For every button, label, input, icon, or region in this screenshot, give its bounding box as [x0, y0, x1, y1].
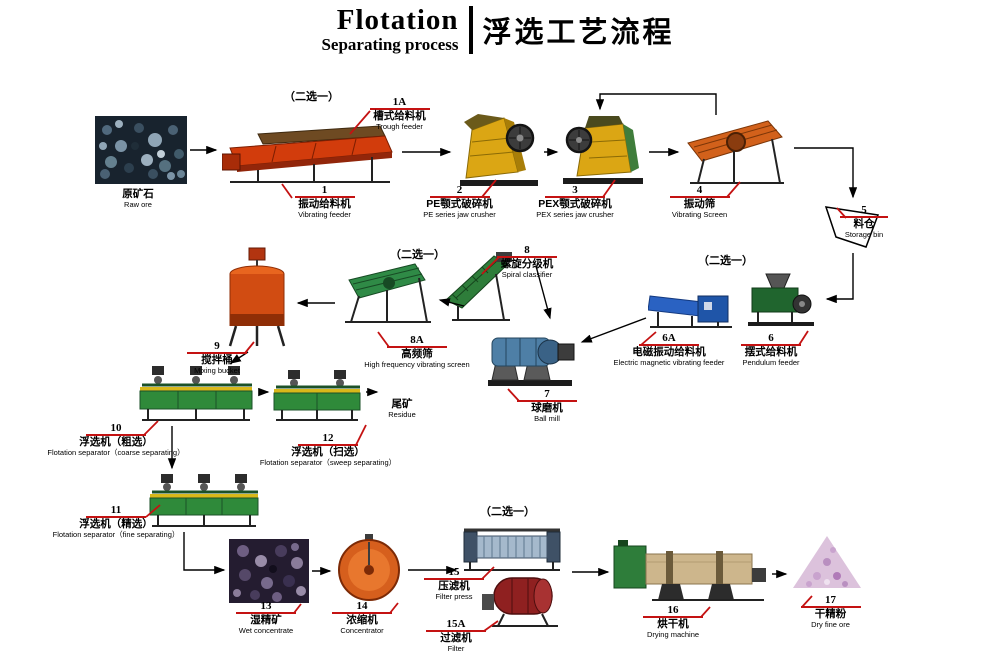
choose-one-note-filters: （二选一）: [480, 506, 535, 518]
pe-jaw-crusher-machine: [458, 112, 540, 193]
label-residue: 尾矿 Residue: [370, 398, 434, 420]
callout-line-1: [294, 196, 355, 198]
callout-line-1A: [369, 108, 430, 110]
pendulum-feeder-machine: [744, 272, 820, 333]
label-pendulum-feeder: 6 摆式给料机 Pendulum feeder: [741, 332, 801, 367]
mixing-bucket-machine: [222, 246, 292, 355]
header: Flotation Separating process 浮选工艺流程: [0, 6, 996, 54]
subtitle-english: Separating process: [321, 35, 459, 54]
pex-jaw-crusher-machine: [561, 114, 645, 191]
dry-fine-ore-pile: [789, 532, 865, 599]
dryer-machine: [612, 538, 768, 615]
label-flotation-coarse: 10 浮选机（粗选） Flotation separator（coarse se…: [47, 422, 185, 457]
title-chinese: 浮选工艺流程: [482, 17, 675, 49]
callout-line-5: [840, 216, 888, 218]
label-trough-feeder: 1A 槽式给料机 Trough feeder: [352, 96, 447, 132]
arrow-bin-feeder: [825, 253, 854, 304]
callout-line-12: [298, 444, 358, 446]
callout-line-11: [86, 516, 146, 518]
callout-line-7: [517, 400, 577, 402]
title-english: Flotation: [336, 4, 459, 36]
callout-line-17: [800, 606, 861, 608]
label-hf-vibrating-screen: 8A 高频筛 High frequency vibrating screen: [364, 334, 470, 369]
vibrating-screen-machine: [682, 117, 792, 194]
callout-line-10: [86, 434, 146, 436]
choose-one-note-ore-feeders: （二选一）: [698, 255, 753, 267]
flotation-sweep-machine: [272, 368, 364, 427]
callout-line-3: [545, 196, 605, 198]
choose-one-note-classifier-screen: （二选一）: [390, 249, 445, 261]
label-raw-ore-en: Raw ore: [124, 200, 152, 209]
filter-press-machine: [462, 520, 562, 579]
electromagnetic-feeder-machine: [647, 282, 734, 339]
ball-mill-machine: [486, 324, 576, 393]
callout-line-14: [332, 612, 392, 614]
raw-ore-image: [95, 116, 187, 189]
label-wet-concentrate: 13 湿精矿 Wet concentrate: [216, 600, 316, 636]
label-filter: 15A 过滤机 Filter: [414, 618, 498, 654]
label-spiral-classifier: 8 螺旋分级机 Spiral classifier: [482, 244, 572, 280]
callout-line-15: [424, 578, 484, 580]
choose-one-note-feeders: （二选一）: [284, 91, 339, 103]
callout-line-6A: [639, 344, 699, 346]
arrow-screen-bin: [794, 147, 858, 199]
label-dry-fine-ore: 17 干精粉 Dry fine ore: [788, 594, 873, 630]
callout-line-4: [669, 196, 730, 198]
label-flotation-fine: 11 浮选机（精选） Flotation separator（fine sepa…: [52, 504, 180, 539]
wet-concentrate-image: [229, 539, 309, 608]
label-em-vibrating-feeder: 6A 电磁振动给料机 Electric magnetic vibrating f…: [613, 332, 725, 367]
filter-drum-machine: [482, 572, 568, 637]
label-pe-jaw-crusher: 2 PE颚式破碎机 PE series jaw crusher: [423, 184, 496, 219]
label-pex-jaw-crusher: 3 PEX颚式破碎机 PEX series jaw crusher: [536, 184, 614, 219]
callout-line-9: [187, 352, 247, 354]
label-raw-ore-zh: 原矿石: [122, 188, 154, 200]
label-vibrating-feeder: 1 振动给料机 Vibrating feeder: [282, 184, 367, 220]
flotation-fine-machine: [148, 472, 262, 533]
label-raw-ore: 原矿石 Raw ore: [83, 188, 193, 210]
callout-line-13: [236, 612, 296, 614]
arrow-screen-recycle: [595, 93, 717, 115]
label-filter-press: 15 压滤机 Filter press: [414, 566, 494, 602]
label-storage-bin: 5 料仓 Storage bin: [836, 204, 892, 240]
label-dryer: 16 烘干机 Drying machine: [628, 604, 718, 640]
label-ball-mill: 7 球磨机 Ball mill: [512, 388, 582, 424]
label-concentrator: 14 浓缩机 Concentrator: [312, 600, 412, 636]
callout-line-15A: [426, 630, 486, 632]
title-divider: [468, 6, 473, 54]
flotation-coarse-machine: [138, 364, 256, 427]
callout-line-8A: [387, 346, 447, 348]
concentrator-machine: [334, 532, 404, 607]
label-mixing-bucket: 9 搅拌桶 Mixing bucket: [182, 340, 252, 376]
callout-line-8: [497, 256, 557, 258]
vibrating-feeder-machine: [221, 124, 397, 191]
label-vibrating-screen: 4 振动筛 Vibrating Screen: [652, 184, 747, 220]
high-frequency-screen-machine: [339, 256, 435, 335]
label-residue-en: Residue: [388, 410, 416, 419]
callout-line-2: [429, 196, 490, 198]
callout-line-16: [643, 616, 703, 618]
storage-bin-symbol: [822, 201, 884, 256]
header-english-block: Flotation Separating process: [321, 4, 459, 55]
label-flotation-sweep: 12 浮选机（扫选） Flotation separator（sweep sep…: [259, 432, 397, 467]
label-residue-zh: 尾矿: [391, 398, 413, 410]
callout-line-6: [741, 344, 801, 346]
